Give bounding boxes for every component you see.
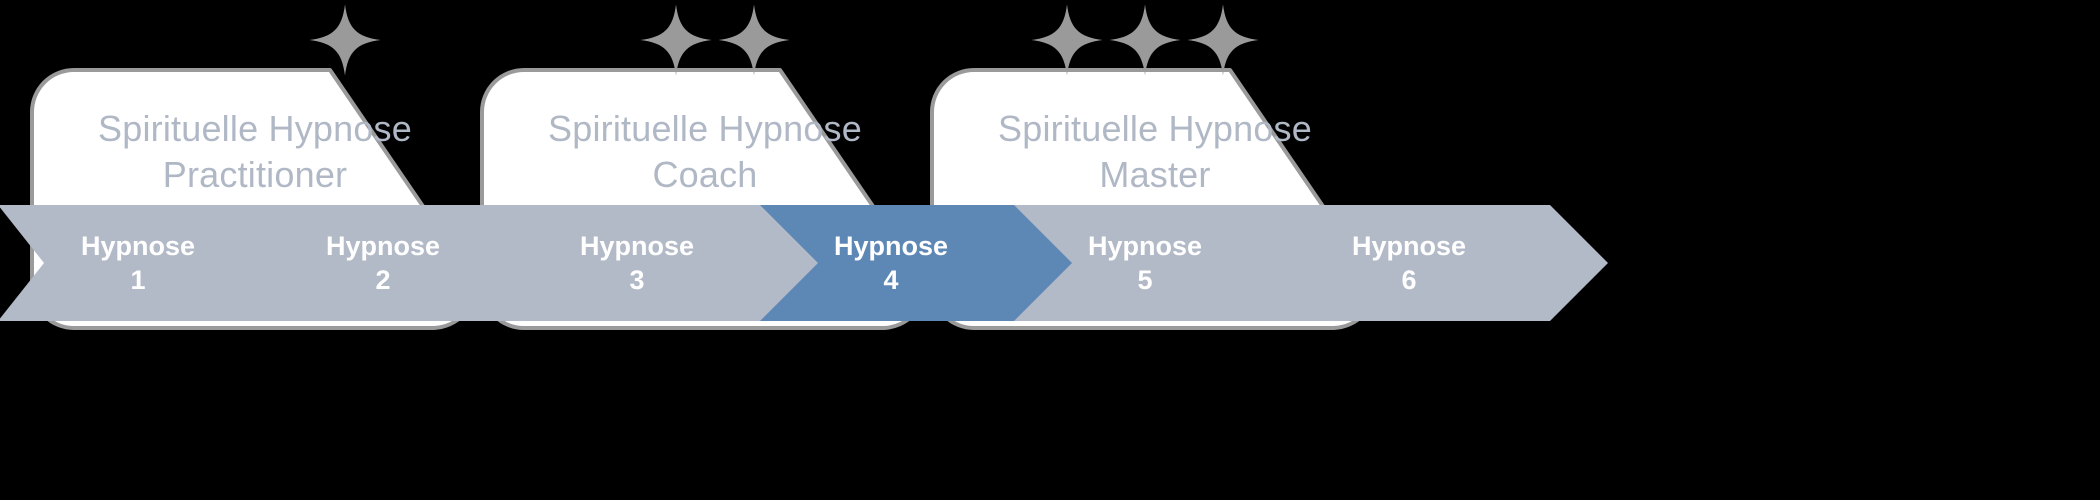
chevron-shape [760,205,1080,321]
sparkle-row-master [1030,0,1260,80]
chevron-path [0,205,318,321]
chevron-shape [1268,205,1608,321]
chevron-shape [0,205,318,321]
sparkle-icon [640,4,712,76]
chevron-path [252,205,572,321]
sparkle-row-coach [600,0,830,80]
chevron-path [760,205,1080,321]
chevron-shape [1014,205,1334,321]
step-chevron-6[interactable]: Hypnose 6 [1268,205,1608,321]
progress-chevron-band: Hypnose 1 Hypnose 2 Hypnose 3 Hypnose 4 [0,205,2100,321]
chevron-path [1014,205,1334,321]
sparkle-icon [309,4,381,76]
chevron-shape [506,205,826,321]
sparkle-icon [1109,4,1181,76]
sparkle-row-practitioner [230,0,460,80]
chevron-path [506,205,826,321]
chevron-path [1268,205,1608,321]
chevron-shape [252,205,572,321]
sparkle-icon [718,4,790,76]
sparkle-icon [1031,4,1103,76]
sparkle-icon [1187,4,1259,76]
